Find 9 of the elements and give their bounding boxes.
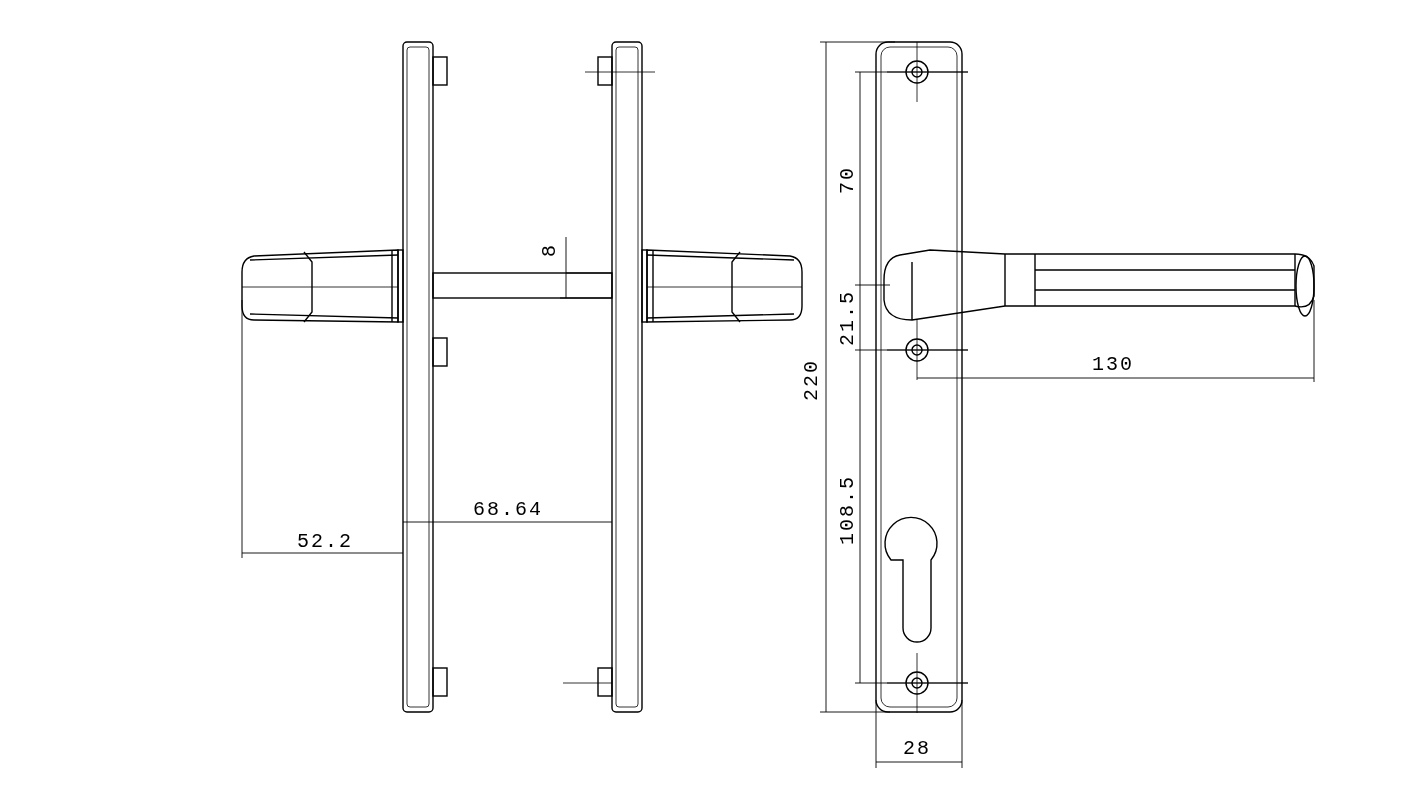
dimension-label: 220 [802, 359, 822, 401]
dimension-label: 8 [540, 243, 560, 257]
dimension-label: 108.5 [838, 475, 858, 545]
dimension-label: 21.5 [838, 290, 858, 346]
dimension-label: 28 [903, 739, 931, 759]
dimension-label: 68.64 [473, 500, 543, 520]
dimension-label: 130 [1092, 355, 1134, 375]
dimension-label: 52.2 [297, 532, 353, 552]
dimension-label: 70 [838, 166, 858, 194]
